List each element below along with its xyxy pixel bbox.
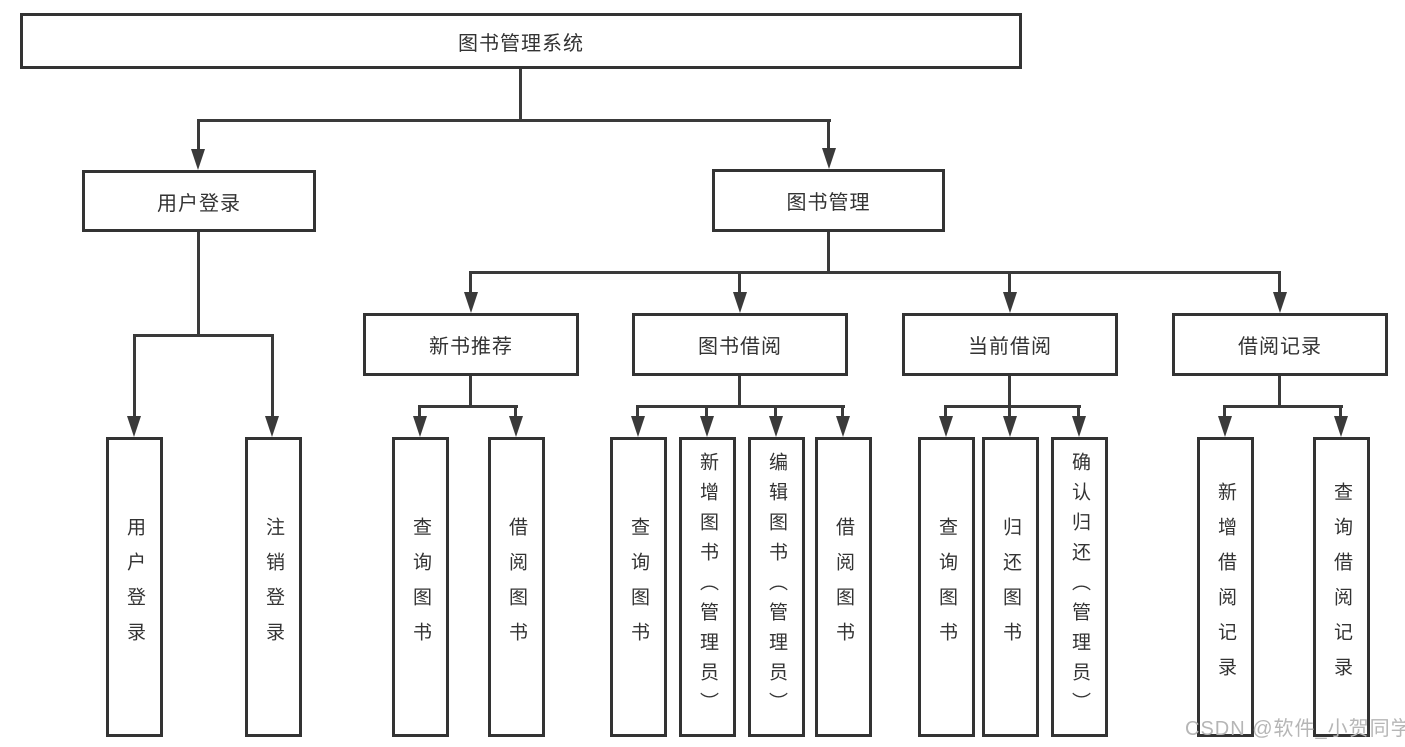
leaf-user-login: 用户登录 — [106, 437, 163, 737]
connector-line — [197, 119, 831, 122]
connector-line — [827, 119, 830, 149]
connector-line — [133, 334, 136, 416]
connector-line — [418, 405, 421, 417]
node-new-book-recommend: 新书推荐 — [363, 313, 579, 376]
leaf-label: 新增借阅记录 — [1215, 482, 1236, 692]
leaf-edit-books-admin: 编辑图书（管理员） — [748, 437, 805, 737]
node-label: 新书推荐 — [429, 336, 513, 358]
leaf-label: 确认归还（管理员） — [1069, 452, 1090, 722]
connector-line — [514, 405, 517, 417]
connector-line — [827, 232, 830, 274]
leaf-label: 归还图书 — [1000, 517, 1021, 657]
arrowhead-down-icon — [191, 149, 205, 170]
node-label: 图书借阅 — [698, 336, 782, 358]
arrowhead-down-icon — [413, 416, 427, 437]
arrowhead-down-icon — [769, 416, 783, 437]
node-library-system: 图书管理系统 — [20, 13, 1022, 69]
connector-line — [738, 271, 741, 293]
node-label: 当前借阅 — [968, 336, 1052, 358]
leaf-logout: 注销登录 — [245, 437, 302, 737]
connector-line — [774, 405, 777, 417]
connector-line — [636, 405, 639, 417]
leaf-label: 用户登录 — [124, 517, 145, 657]
connector-line — [1008, 271, 1011, 293]
leaf-label: 借阅图书 — [506, 517, 527, 657]
node-user-login: 用户登录 — [82, 170, 316, 232]
arrowhead-down-icon — [1003, 416, 1017, 437]
arrowhead-down-icon — [1218, 416, 1232, 437]
connector-line — [1223, 405, 1226, 417]
leaf-confirm-return-admin: 确认归还（管理员） — [1051, 437, 1108, 737]
leaf-return-books: 归还图书 — [982, 437, 1039, 737]
connector-line — [1278, 376, 1281, 407]
node-book-borrow: 图书借阅 — [632, 313, 848, 376]
node-borrow-records: 借阅记录 — [1172, 313, 1388, 376]
arrowhead-down-icon — [939, 416, 953, 437]
arrowhead-down-icon — [127, 416, 141, 437]
leaf-label: 编辑图书（管理员） — [766, 452, 787, 722]
connector-line — [1278, 271, 1281, 293]
leaf-add-books-admin: 新增图书（管理员） — [679, 437, 736, 737]
leaf-label: 借阅图书 — [833, 517, 854, 657]
leaf-borrow-books-recommend: 借阅图书 — [488, 437, 545, 737]
leaf-add-borrow-record: 新增借阅记录 — [1197, 437, 1254, 737]
leaf-query-borrow-record: 查询借阅记录 — [1313, 437, 1370, 737]
node-book-management: 图书管理 — [712, 169, 945, 232]
arrowhead-down-icon — [464, 292, 478, 313]
connector-line — [469, 271, 1281, 274]
arrowhead-down-icon — [822, 148, 836, 169]
node-label: 用户登录 — [157, 192, 241, 215]
connector-line — [469, 376, 472, 407]
connector-line — [705, 405, 708, 417]
arrowhead-down-icon — [265, 416, 279, 437]
leaf-label: 新增图书（管理员） — [697, 452, 718, 722]
leaf-label: 查询图书 — [936, 517, 957, 657]
connector-line — [519, 69, 522, 120]
node-label: 借阅记录 — [1238, 336, 1322, 358]
connector-line — [133, 334, 274, 337]
connector-line — [1339, 405, 1342, 417]
connector-line — [1008, 405, 1011, 417]
arrowhead-down-icon — [1273, 292, 1287, 313]
leaf-label: 查询图书 — [628, 517, 649, 657]
leaf-query-books-borrow: 查询图书 — [610, 437, 667, 737]
connector-line — [944, 405, 1081, 408]
arrowhead-down-icon — [631, 416, 645, 437]
arrowhead-down-icon — [1072, 416, 1086, 437]
node-label: 图书管理系统 — [458, 32, 584, 55]
connector-line — [271, 334, 274, 416]
connector-line — [738, 376, 741, 407]
leaf-label: 注销登录 — [263, 517, 284, 657]
connector-line — [418, 405, 518, 408]
arrowhead-down-icon — [1003, 292, 1017, 313]
leaf-query-books-recommend: 查询图书 — [392, 437, 449, 737]
connector-line — [1077, 405, 1080, 417]
connector-line — [1223, 405, 1343, 408]
arrowhead-down-icon — [1334, 416, 1348, 437]
arrowhead-down-icon — [700, 416, 714, 437]
leaf-label: 查询图书 — [410, 517, 431, 657]
arrowhead-down-icon — [509, 416, 523, 437]
leaf-query-books-current: 查询图书 — [918, 437, 975, 737]
node-label: 图书管理 — [786, 192, 871, 214]
node-current-borrow: 当前借阅 — [902, 313, 1118, 376]
watermark: CSDN @软件_小贺同学 — [1185, 718, 1405, 740]
connector-line — [841, 405, 844, 417]
leaf-borrow-books: 借阅图书 — [815, 437, 872, 737]
connector-line — [469, 271, 472, 293]
connector-line — [944, 405, 947, 417]
connector-line — [636, 405, 845, 408]
connector-line — [197, 119, 200, 151]
connector-line — [1008, 376, 1011, 407]
arrowhead-down-icon — [836, 416, 850, 437]
arrowhead-down-icon — [733, 292, 747, 313]
leaf-label: 查询借阅记录 — [1331, 482, 1352, 692]
connector-line — [197, 232, 200, 336]
